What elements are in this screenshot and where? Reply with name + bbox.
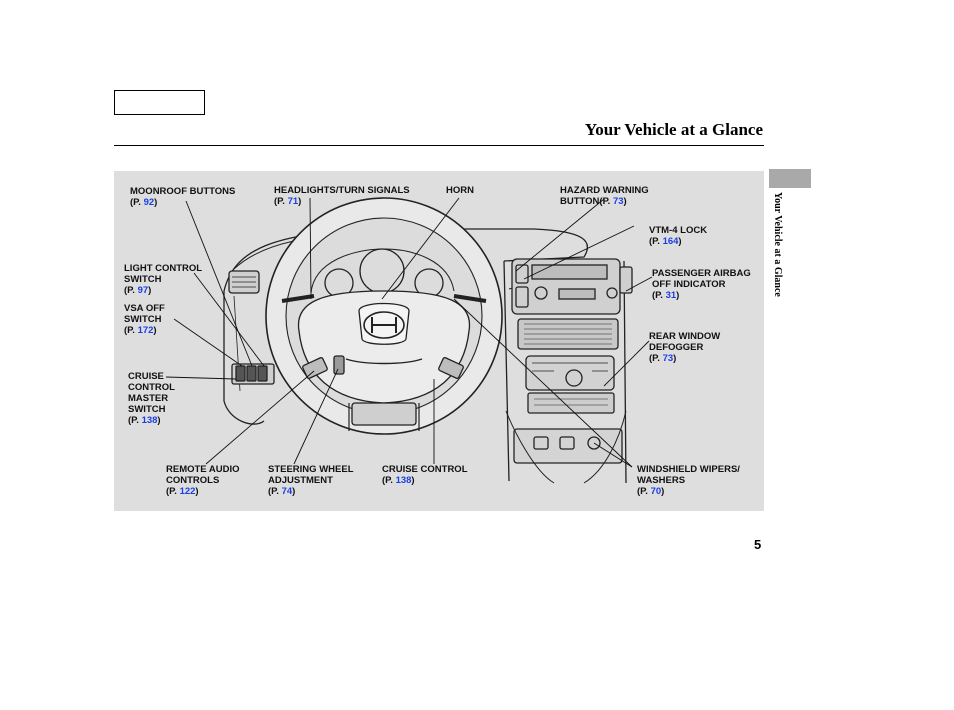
section-tab-label: Your Vehicle at a Glance [772, 192, 783, 297]
label-horn: HORN [446, 185, 474, 196]
page-ref-link[interactable]: 172 [137, 325, 154, 336]
label-vtm4-lock: VTM-4 LOCK (P. 164) [649, 225, 708, 247]
page-number: 5 [754, 537, 762, 552]
label-passenger-airbag-off-indicator: PASSENGER AIRBAG OFF INDICATOR (P. 31) [652, 268, 751, 301]
header-rule [114, 145, 764, 146]
page-ref-link[interactable]: 73 [612, 196, 624, 207]
label-rear-window-defogger: REAR WINDOW DEFOGGER (P. 73) [649, 331, 721, 364]
page-ref-link[interactable]: 31 [665, 290, 677, 301]
dashboard-illustration: MOONROOF BUTTONS (P. 92) HEADLIGHTS/TURN… [114, 171, 764, 511]
page-ref-link[interactable]: 92 [143, 197, 155, 208]
page-ref-link[interactable]: 71 [287, 196, 299, 207]
page-ref-link[interactable]: 138 [141, 415, 158, 426]
label-light-control-switch: LIGHT CONTROL SWITCH (P. 97) [124, 263, 203, 296]
page-ref-link[interactable]: 138 [395, 475, 412, 486]
section-tab [769, 169, 811, 188]
label-moonroof-buttons: MOONROOF BUTTONS (P. 92) [130, 186, 236, 208]
header-box [114, 90, 205, 115]
dashboard-drawing [165, 197, 653, 484]
page-ref-link[interactable]: 73 [662, 353, 674, 364]
label-remote-audio-controls: REMOTE AUDIO CONTROLS (P. 122) [166, 464, 240, 497]
label-cruise-control-master-switch: CRUISE CONTROL MASTER SWITCH (P. 138) [128, 371, 175, 426]
label-headlights-turn-signals: HEADLIGHTS/TURN SIGNALS (P. 71) [274, 185, 410, 207]
page-ref-link[interactable]: 164 [662, 236, 679, 247]
page-ref-link[interactable]: 74 [281, 486, 293, 497]
label-vsa-off-switch: VSA OFF SWITCH (P. 172) [124, 303, 165, 336]
page-ref-link[interactable]: 97 [137, 285, 149, 296]
page-ref-link[interactable]: 122 [179, 486, 196, 497]
label-steering-wheel-adjustment: STEERING WHEEL ADJUSTMENT (P. 74) [268, 464, 354, 497]
label-windshield-wipers-washers: WINDSHIELD WIPERS/ WASHERS (P. 70) [637, 464, 740, 497]
label-hazard-warning-button: HAZARD WARNING BUTTON(P. 73) [560, 185, 649, 207]
label-cruise-control: CRUISE CONTROL (P. 138) [382, 464, 468, 486]
page-title: Your Vehicle at a Glance [584, 120, 763, 139]
page-ref-link[interactable]: 70 [650, 486, 662, 497]
